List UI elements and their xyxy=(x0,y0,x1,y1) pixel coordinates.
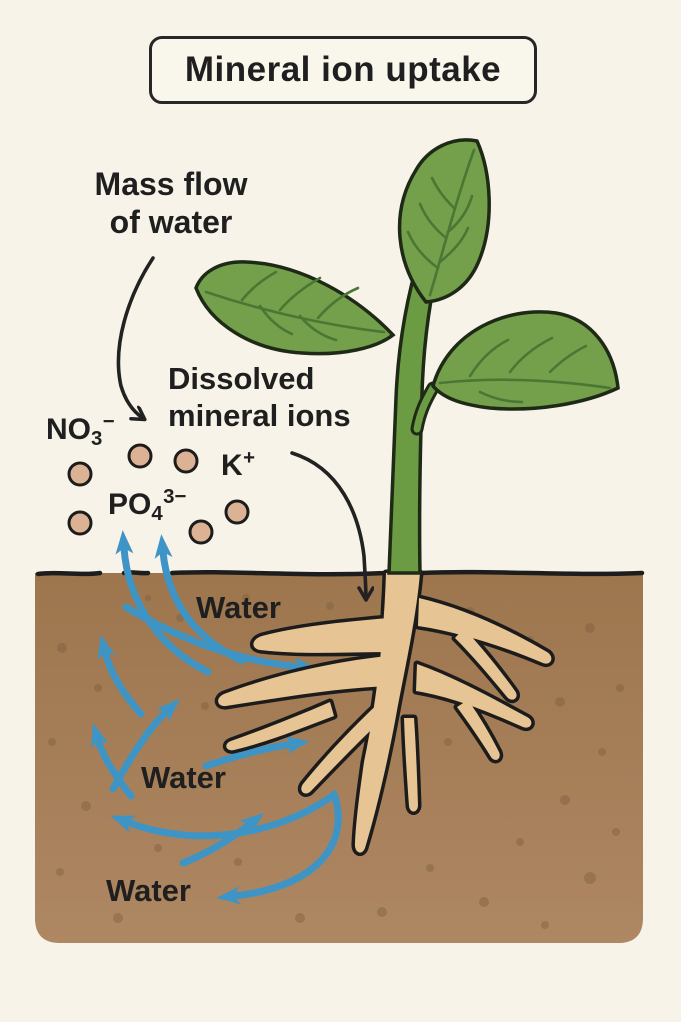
water-label-3: Water xyxy=(106,873,191,908)
leaf-left xyxy=(194,260,396,356)
water-arrow-up-2 xyxy=(91,722,135,800)
mineral-ion-dot xyxy=(188,519,214,545)
mineral-ion-dot xyxy=(67,510,93,536)
water-arrow-to-root-1 xyxy=(122,603,318,676)
mineral-ion-dots xyxy=(67,443,250,545)
phosphate-label: PO43− xyxy=(108,486,187,525)
potassium-label: K+ xyxy=(221,447,255,483)
dissolved-ions-label: Dissolved mineral ions xyxy=(168,361,351,433)
diagram-title: Mineral ion uptake xyxy=(184,50,502,89)
water-arrow-up-right-2 xyxy=(179,812,265,867)
right-leaf-petiole xyxy=(410,381,440,436)
leaf-right-veins xyxy=(438,336,612,404)
water-arrow-up-1 xyxy=(97,634,145,718)
nitrate-label: NO3− xyxy=(46,411,115,450)
mineral-ion-dot xyxy=(224,499,250,525)
leaf-left-veins xyxy=(204,270,386,342)
water-arrow-curl-left-2 xyxy=(216,790,342,905)
water-label-1: Water xyxy=(196,590,281,625)
leaf-top-veins xyxy=(406,148,476,297)
leaf-top xyxy=(397,138,491,304)
mass-flow-arrow xyxy=(116,256,155,419)
soil-surface-line xyxy=(35,569,645,577)
water-label-2: Water xyxy=(141,760,226,795)
mineral-ion-dot xyxy=(67,461,93,487)
mineral-ion-dot xyxy=(127,443,153,469)
mass-flow-label: Mass flow of water xyxy=(94,166,248,240)
mineral-ion-dot xyxy=(173,448,199,474)
annotation-arrows xyxy=(116,256,366,599)
dissolved-ions-arrow xyxy=(290,451,366,599)
diagram-title-box: Mineral ion uptake xyxy=(149,36,537,104)
water-arrow-up-right xyxy=(109,698,181,793)
leaf-right xyxy=(431,310,620,411)
water-arrow-to-root-2 xyxy=(202,735,310,770)
water-flow-arrows xyxy=(91,530,342,905)
